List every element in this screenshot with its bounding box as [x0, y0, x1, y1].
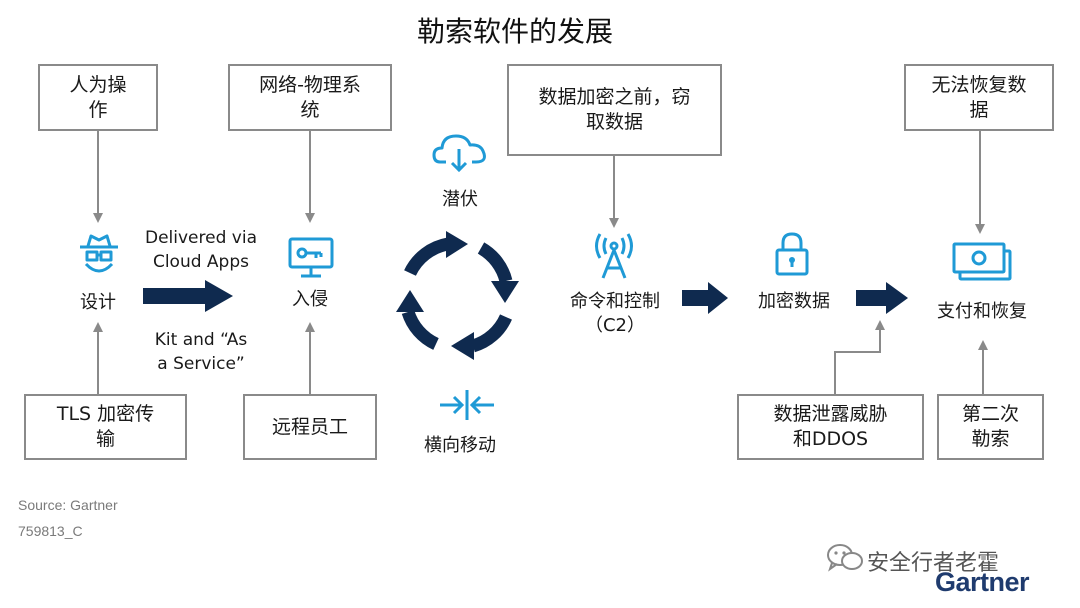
source-note: Source: Gartner: [18, 497, 118, 513]
stage-design: 设计: [80, 292, 116, 313]
box-remote-workers: 远程员工: [243, 394, 377, 460]
cloud-download-icon: [432, 134, 486, 173]
box-exfiltrate-before-encrypt: 数据加密之前，窃取数据: [507, 64, 722, 156]
monitor-key-icon: [288, 237, 334, 278]
stage-encrypt-data: 加密数据: [758, 291, 830, 312]
stage-lateral-movement: 横向移动: [424, 435, 496, 456]
figure-code: 759813_C: [18, 523, 83, 539]
box-human-operated: 人为操作: [38, 64, 158, 131]
lock-icon: [775, 232, 809, 276]
stage-latent: 潜伏: [442, 189, 478, 210]
antenna-icon: [595, 233, 633, 279]
wechat-icon: [827, 544, 863, 572]
stage-command-control: 命令和控制（C2）: [570, 291, 660, 336]
cycle-arrows-icon: [396, 231, 519, 360]
hacker-icon: [80, 234, 118, 273]
stage-pay-recover: 支付和恢复: [937, 301, 1027, 322]
arrow-c2-to-encrypt: [682, 282, 728, 314]
box-tls-encryption: TLS 加密传输: [24, 394, 187, 460]
wechat-account-name: 安全行者老霍: [867, 551, 1000, 576]
box-unrecoverable-data: 无法恢复数据: [904, 64, 1054, 131]
stage-intrusion: 入侵: [292, 289, 328, 310]
box-cyber-physical: 网络-物理系统: [228, 64, 392, 131]
connector-leak-pay: [834, 320, 885, 394]
money-icon: [952, 242, 1012, 281]
arrow-design-to-intrusion: [143, 280, 233, 312]
lateral-move-icon: [440, 390, 494, 420]
box-leak-ddos: 数据泄露威胁和DDOS: [737, 394, 924, 460]
page-title: 勒索软件的发展: [416, 15, 613, 48]
box-second-extortion: 第二次勒索: [937, 394, 1044, 460]
arrow-encrypt-to-pay: [856, 282, 908, 314]
gartner-logo: Gartner: [935, 567, 1030, 597]
